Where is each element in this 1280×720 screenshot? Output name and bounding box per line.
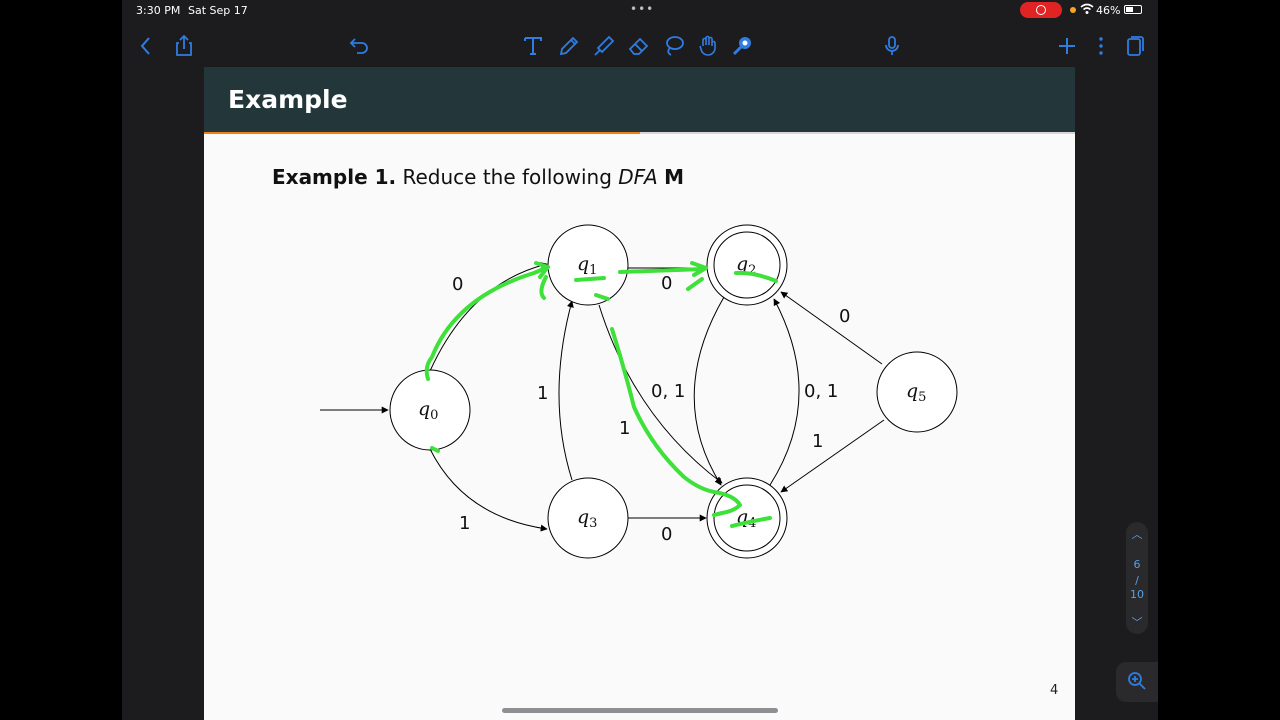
state-q4-inner [713,484,781,552]
status-time: 3:30 PM [136,4,181,17]
state-q0 [389,369,471,451]
share-icon[interactable] [172,34,196,58]
slide-title: Example [228,85,348,114]
add-icon[interactable] [1055,34,1079,58]
slide-header: Example [204,67,1075,132]
edge-label-q1-q2: 0 [661,273,672,294]
edge-label-q1-q4: 1 [619,418,630,439]
example-dfa: DFA [618,165,658,189]
state-q3 [547,477,629,559]
green-ink-annotations [424,261,778,528]
state-q2-label: q2 [736,253,756,278]
battery-icon [1124,5,1142,14]
state-q5 [876,351,958,433]
status-bar: 3:30 PM Sat Sep 17 ••• 46% [122,0,1158,22]
state-q1-label: q1 [577,253,597,278]
edge-label-q3-q4: 0 [661,524,672,545]
screen-recording-icon[interactable] [1020,2,1062,18]
dfa-diagram: q0 q1 q2 q3 q4 q5 0 1 0 1 1 0 0, 1 0, 1 … [320,224,958,559]
edge-label-q0-q3: 1 [459,513,470,534]
state-q2-inner [713,231,781,299]
ink-stroke-q1-q4 [594,293,742,517]
edge-q2-q4 [693,296,725,486]
example-text: Reduce the following [402,165,612,189]
zoom-button[interactable] [1116,662,1158,702]
page-total: 10 [1130,588,1144,601]
zoom-in-icon [1128,672,1146,690]
text-tool-icon[interactable] [521,34,545,58]
state-q5-label: q5 [906,380,926,405]
edge-q3-q1 [558,300,574,481]
toolbar [122,26,1158,66]
lasso-icon[interactable] [662,34,686,58]
example-label: Example 1. [272,165,397,189]
slide-progress-bar [204,132,1075,134]
wifi-icon [1080,3,1094,18]
page-down-icon[interactable]: ﹀ [1131,616,1143,629]
page-up-icon[interactable]: ︿ [1131,528,1143,541]
status-date: Sat Sep 17 [188,4,248,17]
state-q3-label: q3 [577,506,597,531]
ink-stroke-q1-q2 [574,261,708,291]
hand-icon[interactable] [696,34,720,58]
back-icon[interactable] [134,34,158,58]
edge-label-q5-q4: 1 [812,431,823,452]
edge-q5-q4 [780,419,885,493]
edge-q0-q1 [429,262,548,372]
edge-q4-q2 [769,298,800,486]
edge-label-q3-q1: 1 [537,383,548,404]
laser-pointer-icon[interactable] [730,34,754,58]
ink-stroke-q4-underline [730,516,772,528]
example-statement: Example 1. Reduce the following DFA M [272,165,684,189]
page-separator-icon: ∕ [1135,574,1139,587]
pages-icon[interactable] [1122,34,1146,58]
ink-stroke-q0-q1 [424,261,550,381]
edge-label-q2-q4: 0, 1 [651,381,685,402]
more-icon[interactable] [1089,34,1113,58]
undo-icon[interactable] [347,34,371,58]
home-indicator[interactable] [502,708,778,713]
slide-page[interactable]: Example Example 1. Reduce the following … [204,67,1075,720]
microphone-icon[interactable] [880,34,904,58]
battery-percent: 46% [1096,4,1121,17]
ink-stroke-q0-bottom [430,446,440,453]
edge-q0-q3 [429,448,548,532]
highlighter-icon[interactable] [592,34,616,58]
page-navigator[interactable]: ︿ 6 ∕ 10 ﹀ [1126,522,1148,634]
ink-stroke-q2-underline [734,270,778,283]
edge-q5-q2 [780,291,883,365]
state-q0-label: q0 [418,398,438,423]
slide-page-number: 4 [1050,683,1059,698]
multitasking-dots-icon[interactable]: ••• [630,2,655,16]
edge-label-q0-q1: 0 [452,274,463,295]
edge-label-q5-q2: 0 [839,306,850,327]
page-current: 6 [1133,558,1141,571]
edge-q1-q4 [598,304,723,484]
mic-indicator-icon [1070,7,1076,13]
example-m: M [664,165,684,189]
eraser-icon[interactable] [627,34,651,58]
edge-label-q4-q2: 0, 1 [804,381,838,402]
pen-icon[interactable] [557,34,581,58]
